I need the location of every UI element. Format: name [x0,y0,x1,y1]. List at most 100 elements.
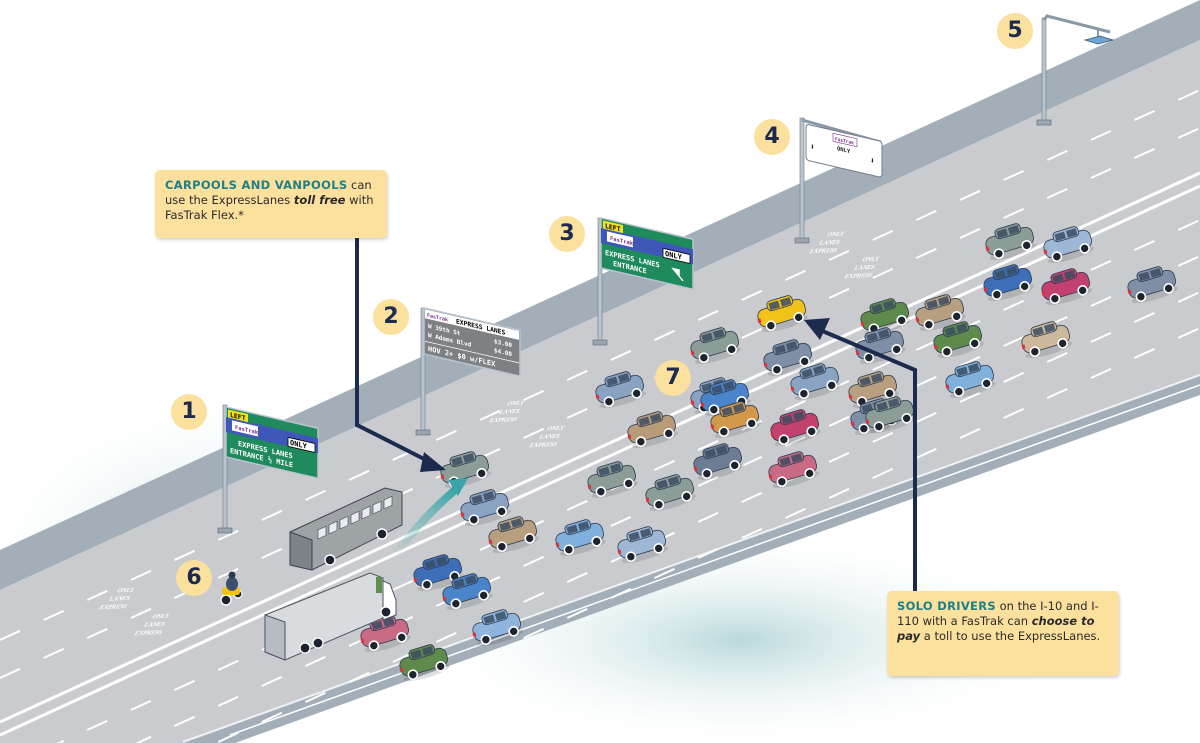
carpools-text-end: with FasTrak Flex.* [165,193,374,222]
lamp-icon [1083,35,1115,45]
sign-2-pole [415,307,431,436]
solo-leader-arrow [804,318,917,591]
sign-4-only: ONLY [837,146,851,155]
sign-3-left-tag: LEFT [605,222,621,234]
sign-4-pole [794,117,810,244]
car [399,644,450,681]
car [770,409,821,446]
svg-text:EXPRESS: EXPRESS [528,441,559,449]
carpools-callout: CARPOOLS AND VANPOOLS can use the Expres… [155,170,387,238]
car [693,443,744,480]
sign-3-pole [592,217,608,346]
fastrak-logo: FasTrak [835,136,854,146]
carpools-text: can use the ExpressLanes [165,178,372,207]
fastrak-logo: FasTrak [427,313,448,324]
car [933,321,984,358]
car [442,573,493,610]
merge-arrowhead [448,478,468,496]
sign-3-only: ONLY [665,249,683,262]
sign-1-left-tag: LEFT [230,411,246,423]
car [790,363,841,400]
car [1041,268,1092,305]
solo-drivers-callout: SOLO DRIVERS on the I-10 and I-110 with … [887,591,1119,676]
solo-emphasis: choose to pay [897,614,1095,643]
svg-text:EXPRESS: EXPRESS [488,416,519,424]
svg-text:ONLY: ONLY [151,613,171,620]
car [413,554,464,591]
bus [289,487,403,571]
badge-5: 5 [997,13,1033,49]
down-arrow-icon: ⬇ [810,141,815,152]
car [945,361,996,398]
badge-7: 7 [655,360,691,396]
svg-text:EXPRESS: EXPRESS [133,629,164,637]
badge-1: 1 [171,394,207,430]
sign-1-pole [217,404,233,534]
motorcycle [220,571,243,606]
svg-text:ONLY: ONLY [826,231,846,238]
sign-1-only: ONLY [290,438,308,451]
svg-text:ONLY: ONLY [861,256,881,263]
svg-text:LANES: LANES [108,595,132,603]
car [768,451,819,488]
sign-arrow-icon [671,267,684,282]
svg-text:LANES: LANES [818,239,842,247]
svg-text:ONLY: ONLY [546,425,566,432]
car [763,339,814,376]
car [488,516,539,553]
down-arrow-icon: ⬇ [870,155,875,166]
car [587,461,638,498]
car [985,223,1036,260]
car [472,609,523,646]
car [617,526,668,563]
car [757,295,808,332]
carpool-leader-arrow [355,222,446,472]
svg-text:LANES: LANES [853,264,877,272]
solo-lead: SOLO DRIVERS [897,599,996,613]
svg-text:ONLY: ONLY [116,587,136,594]
car [645,474,696,511]
semi-truck [264,572,397,661]
svg-text:ONLY: ONLY [506,400,526,407]
car [360,615,411,652]
svg-text:EXPRESS: EXPRESS [843,272,874,280]
svg-text:EXPRESS: EXPRESS [98,603,129,611]
car [1043,226,1094,263]
svg-text:EXPRESS: EXPRESS [808,247,839,255]
car [460,489,511,526]
car [595,371,646,408]
carpools-lead: CARPOOLS AND VANPOOLS [165,178,348,192]
merge-arrow [391,486,458,558]
fastrak-logo: FasTrak [235,425,259,436]
badge-6: 6 [176,560,212,596]
badge-3: 3 [549,216,585,252]
car [865,396,916,433]
car [915,294,966,331]
car [627,411,678,448]
fastrak-logo: FasTrak [610,236,634,247]
streetlight-arm [1042,14,1111,34]
car [555,519,606,556]
svg-text:LANES: LANES [143,621,167,629]
car [710,401,761,438]
svg-text:LANES: LANES [538,433,562,441]
carpools-emphasis: toll free [293,193,346,207]
sign-2-price: $4.00 [494,347,512,358]
car [983,264,1034,301]
car [690,327,741,364]
car [1127,266,1178,303]
svg-text:LANES: LANES [498,408,522,416]
solo-text: on the I-10 and I-110 with a FasTrak can [897,599,1099,628]
badge-4: 4 [754,119,790,155]
buffer-line [0,171,1200,724]
